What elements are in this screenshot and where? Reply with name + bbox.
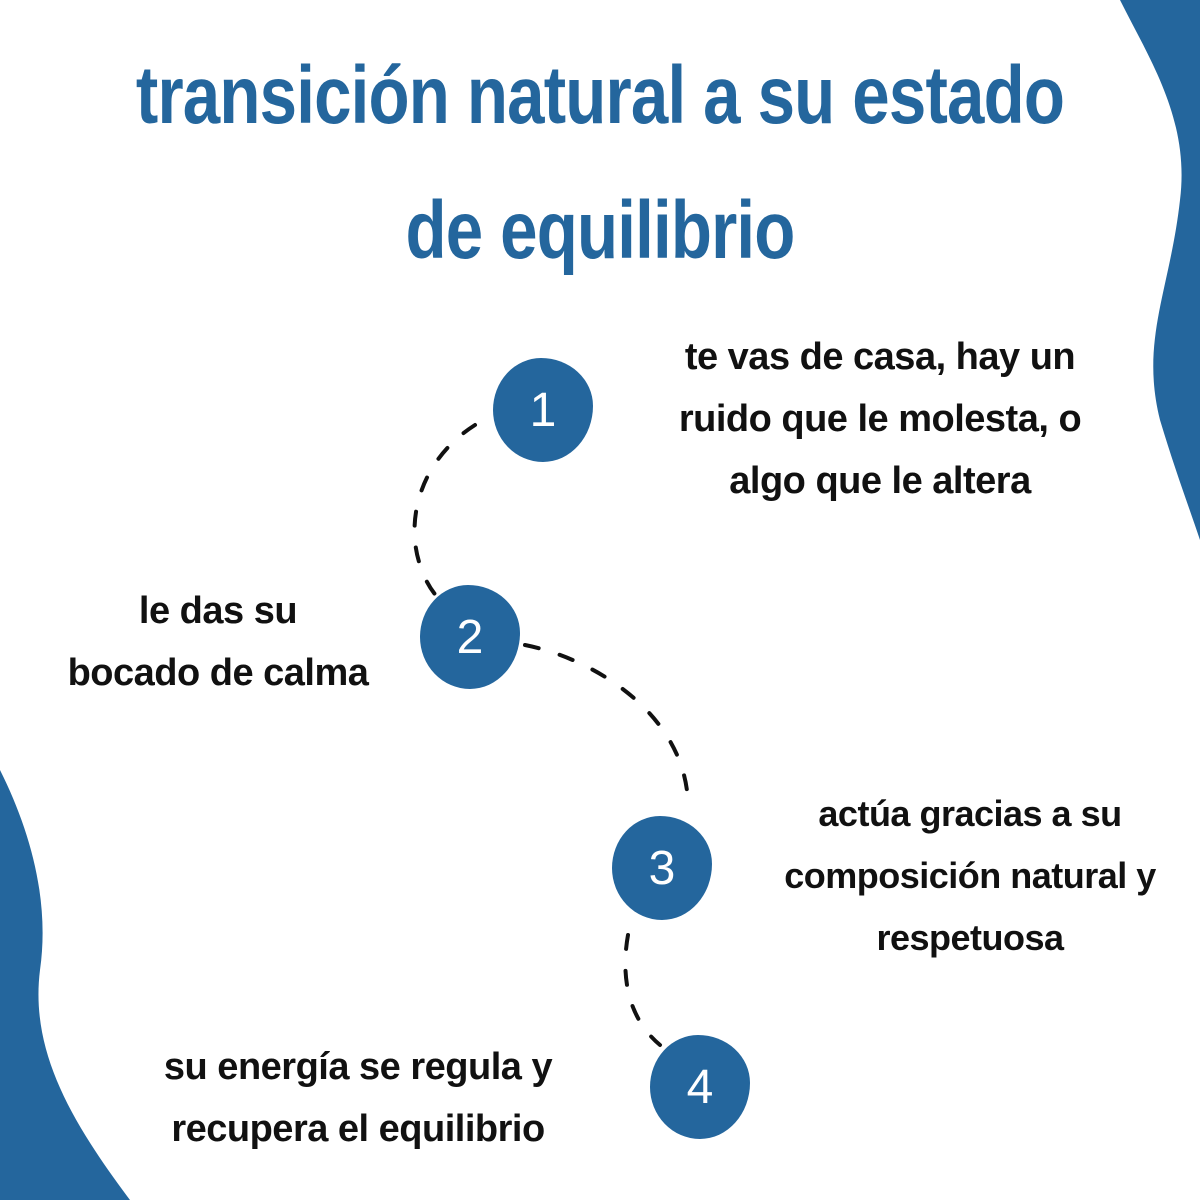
step-3-line: respetuosa <box>876 917 1064 958</box>
blob-top-right <box>1120 0 1200 540</box>
step-3-badge: 3 <box>612 816 712 920</box>
step-4-badge: 4 <box>650 1035 750 1139</box>
step-2-line: le das su <box>138 590 298 632</box>
step-1-badge: 1 <box>493 358 593 462</box>
step-2-text: le das su bocado de calma <box>68 580 369 704</box>
step-4-line: recupera el equilibrio <box>171 1108 545 1150</box>
step-2-badge: 2 <box>420 585 520 689</box>
step-1-line: algo que le altera <box>729 460 1031 502</box>
step-2-line: bocado de calma <box>67 652 369 694</box>
step-3-line: composición natural y <box>784 855 1156 896</box>
step-3-text: actúa gracias a su composición natural y… <box>784 783 1156 969</box>
title-line-1: transición natural a su estado <box>135 50 1065 141</box>
dashed-path <box>412 423 691 1047</box>
blob-bottom-left <box>0 770 130 1200</box>
step-1-text: te vas de casa, hay un ruido que le mole… <box>678 326 1082 512</box>
step-1-line: ruido que le molesta, o <box>678 398 1082 440</box>
step-4-text: su energía se regula y recupera el equil… <box>163 1036 553 1160</box>
step-1-line: te vas de casa, hay un <box>684 336 1076 378</box>
title-line-2: de equilibrio <box>405 185 795 276</box>
step-4-line: su energía se regula y <box>163 1046 553 1088</box>
step-3-line: actúa gracias a su <box>818 793 1122 834</box>
